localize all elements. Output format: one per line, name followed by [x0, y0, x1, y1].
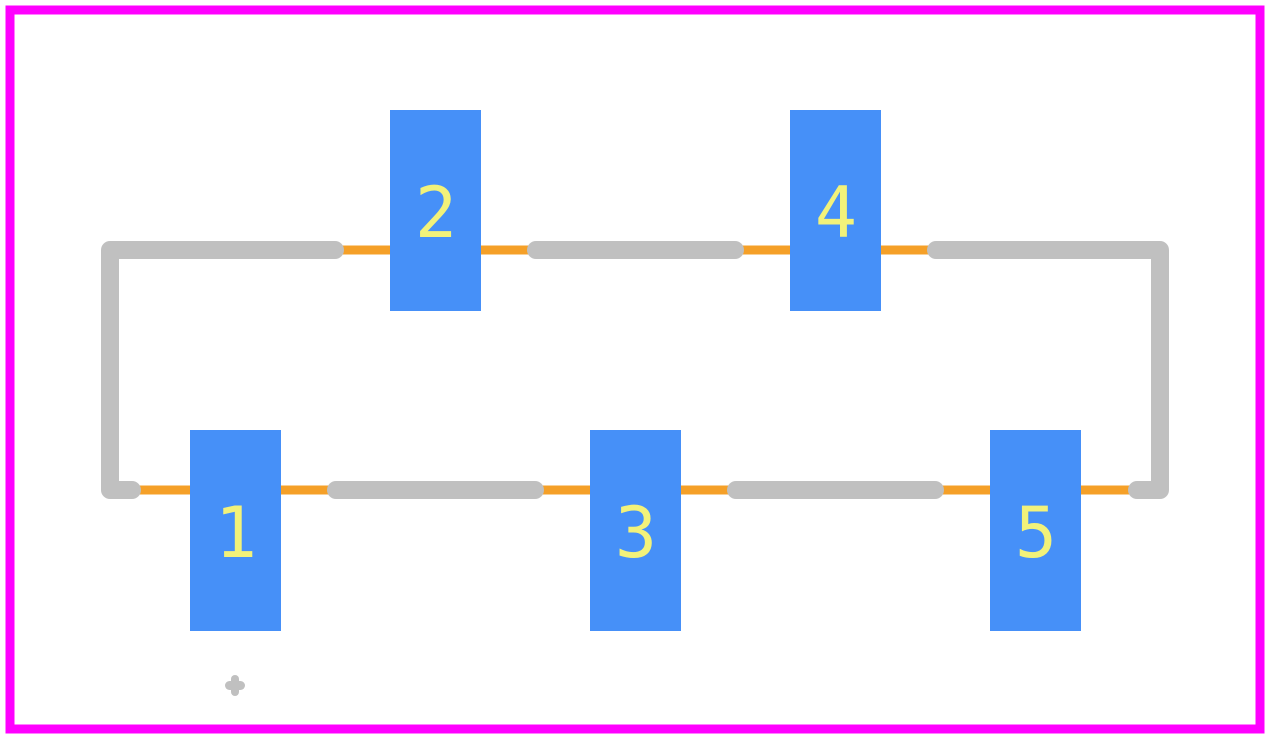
silk-right-bracket	[927, 241, 1169, 499]
pad-1-label: 1	[215, 492, 257, 574]
pad-1[interactable]: 1	[190, 430, 281, 631]
pad-2-copper	[390, 110, 481, 311]
board-outline	[5, 5, 1265, 734]
silk-left-bracket	[101, 241, 344, 499]
pad-4-copper	[790, 110, 881, 311]
pads: 1 2 3 4 5	[190, 110, 1081, 631]
pad-1-copper	[190, 430, 281, 631]
pad-3-copper	[590, 430, 681, 631]
pad-4-label: 4	[815, 172, 857, 254]
pad-5-label: 5	[1015, 492, 1057, 574]
pad-3[interactable]: 3	[590, 430, 681, 631]
origin-cross-icon	[225, 675, 245, 696]
pad-2[interactable]: 2	[390, 110, 481, 311]
pad-4[interactable]: 4	[790, 110, 881, 311]
silkscreen	[101, 241, 1169, 499]
pad-3-label: 3	[615, 492, 657, 574]
pad-5[interactable]: 5	[990, 430, 1081, 631]
pad-5-copper	[990, 430, 1081, 631]
pad-2-label: 2	[415, 172, 457, 254]
